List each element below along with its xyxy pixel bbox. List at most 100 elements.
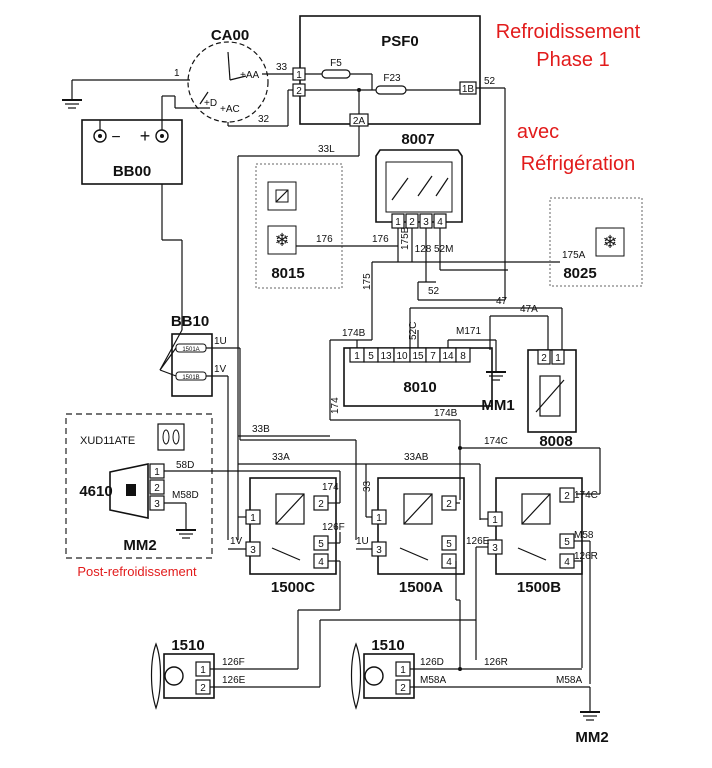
wire-175: 175 (362, 273, 373, 290)
r1500a-label: 1500A (399, 579, 443, 596)
r1500b-pin-2: 2 (564, 491, 570, 502)
fan-module-8025 (549, 197, 643, 287)
wire-33a: 33A (272, 452, 290, 463)
wire-174b-mid: 174B (434, 408, 458, 419)
r1500a-pin-5: 5 (446, 539, 452, 550)
wire-1: 1 (174, 68, 180, 79)
wire-128: 128 (415, 244, 432, 255)
r1500c-pin-5: 5 (318, 539, 324, 550)
wire-174b-top: 174B (342, 328, 366, 339)
c8007-pin-4: 4 (437, 217, 443, 228)
wire-47: 47 (496, 296, 508, 307)
fan-motor-1510-left (150, 642, 215, 710)
wire-1u: 1U (214, 336, 227, 347)
wire-174: 174 (330, 397, 341, 414)
relay-1500b-pins (487, 487, 575, 569)
mm2-bottom-label: MM2 (575, 729, 608, 746)
fuse-f5 (321, 69, 351, 79)
c8010-pin-14: 14 (442, 351, 454, 362)
wire-52-lower: 52 (428, 286, 440, 297)
wire-126e: 126E (466, 536, 490, 547)
ca00-pin-d: +D (204, 98, 217, 109)
wire-52m: 52M (434, 244, 453, 255)
r1500c-pin-3: 3 (250, 545, 256, 556)
f1510-left-label: 1510 (171, 637, 204, 654)
wire-52: 52 (484, 76, 496, 87)
bb10-fuse-1501a: 1501A (182, 347, 199, 353)
wire-174-right: 174 (322, 482, 339, 493)
c8008-label: 8008 (539, 433, 572, 450)
wire-175a: 175A (562, 250, 586, 261)
c8010-pin-5: 5 (368, 351, 374, 362)
psf0-pin-1-label: 1 (296, 70, 302, 81)
ground-symbol-mm1 (486, 371, 506, 381)
psf0-pin-1b-label: 1B (462, 84, 475, 95)
relay-1500a-pins (371, 495, 457, 569)
wire-33b: 33B (252, 424, 270, 435)
wire-126f-fan: 126F (222, 657, 245, 668)
wire-m58d: M58D (172, 490, 199, 501)
mm1-label: MM1 (481, 397, 514, 414)
r1500a-pin-1: 1 (376, 513, 382, 524)
r1500c-label: 1500C (271, 579, 315, 596)
fan-motor-1510-right (350, 642, 415, 710)
wire-32: 32 (258, 114, 270, 125)
ca00-pin-aa: +AA (240, 70, 260, 81)
pressure-switch-8007 (375, 149, 463, 223)
wire-1u-relay: 1U (356, 536, 369, 547)
relay-1500c-pins (245, 495, 329, 569)
wire-176-right: 176 (372, 234, 389, 245)
wire-174c-relay: 174C (574, 490, 598, 501)
c8008-pin-1: 1 (555, 353, 561, 364)
r1500a-pin-4: 4 (446, 557, 452, 568)
wire-m171: M171 (456, 326, 481, 337)
wire-58d: 58D (176, 460, 194, 471)
r1500c-pin-2: 2 (318, 499, 324, 510)
title-line-4: Réfrigération (521, 153, 636, 175)
fuse-f23 (375, 85, 407, 95)
r1500c-pin-4: 4 (318, 557, 324, 568)
relay-4610 (109, 463, 149, 519)
c8007-pin-1: 1 (395, 217, 401, 228)
fuse-f5-label: F5 (330, 58, 342, 69)
wire-33l: 33L (318, 144, 335, 155)
battery-positive-sign: + (140, 126, 151, 146)
wire-126e-fan: 126E (222, 675, 246, 686)
title-line-2: Phase 1 (536, 49, 609, 71)
title-line-3: avec (517, 121, 559, 143)
c8010-pin-13: 13 (380, 351, 392, 362)
snowflake-icon-8015: ❄ (274, 230, 289, 250)
c8010-connector (349, 347, 471, 363)
c8010-pin-10: 10 (396, 351, 408, 362)
fan-right-pin-1: 1 (400, 665, 406, 676)
c4610-pin-2: 2 (154, 483, 160, 494)
bb00-label: BB00 (113, 163, 151, 180)
xud11ate-label: XUD11ATE (80, 435, 135, 447)
ground-symbol-4610 (176, 529, 196, 539)
r1500b-pin-1: 1 (492, 515, 498, 526)
title-line-1: Refroidissement (496, 21, 641, 43)
c8008-connector (537, 349, 565, 365)
wire-47a: 47A (520, 304, 538, 315)
c4610-pin-1: 1 (154, 467, 160, 478)
wire-m58a-fan: M58A (420, 675, 446, 686)
c8010-pin-8: 8 (460, 351, 466, 362)
psf0-pin-2-label: 2 (296, 86, 302, 97)
wire-126r-fan: 126R (484, 657, 508, 668)
ground-symbol-mm2 (580, 711, 600, 721)
wire-174c: 174C (484, 436, 508, 447)
c8010-label: 8010 (403, 379, 436, 396)
r1500b-pin-3: 3 (492, 543, 498, 554)
fan-module-8015 (255, 163, 343, 289)
f1510-right-label: 1510 (371, 637, 404, 654)
relay-1500c (249, 477, 337, 575)
fan-left-pin-1: 1 (200, 665, 206, 676)
r1500a-pin-3: 3 (376, 545, 382, 556)
r1500a-pin-2: 2 (446, 499, 452, 510)
post-refroidissement-label: Post-refroidissement (77, 564, 197, 579)
psf0-label: PSF0 (381, 33, 419, 50)
wire-52c: 52C (408, 322, 419, 340)
wire-m58a-ground: M58A (556, 675, 582, 686)
wire-33: 33 (276, 62, 288, 73)
c8025-label: 8025 (563, 265, 596, 282)
